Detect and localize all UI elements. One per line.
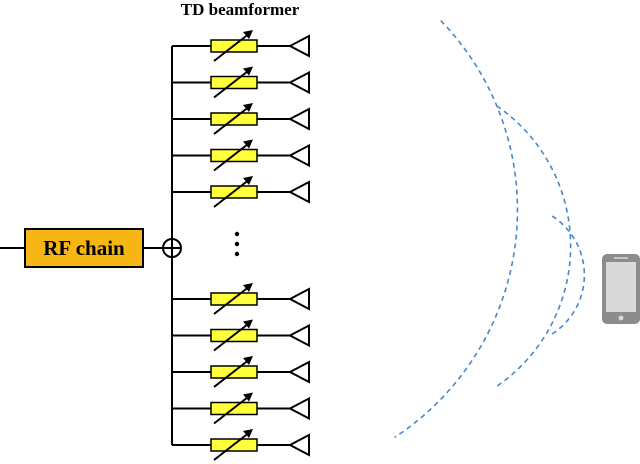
antenna-triangle-icon (287, 70, 310, 95)
variable-arrow (213, 32, 251, 62)
wavefront-medium (493, 105, 572, 389)
variable-arrow (213, 141, 251, 172)
antenna-triangle-icon (287, 360, 310, 384)
arrow-head (243, 139, 253, 149)
rf-chain-block: RF chain (24, 228, 144, 268)
antenna-triangle-icon (287, 433, 310, 457)
arrow-head (243, 66, 253, 76)
variable-arrow (213, 178, 251, 208)
arrow-head (243, 429, 253, 438)
gap-dot (234, 241, 240, 247)
variable-arrow (213, 321, 251, 352)
variable-arrow (213, 105, 251, 135)
variable-arrow (213, 431, 251, 461)
variable-arrow (213, 394, 251, 425)
antenna-triangle-icon (287, 143, 310, 168)
antenna-triangle-icon (287, 180, 310, 204)
arrow-head (243, 176, 253, 185)
wavefront-small (551, 215, 586, 335)
arrow-head (243, 103, 253, 112)
variable-arrow (213, 285, 251, 315)
variable-arrow (213, 358, 251, 388)
variable-arrow (213, 68, 251, 99)
arrow-head (243, 30, 253, 39)
rf-chain-label: RF chain (43, 235, 125, 260)
antenna-triangle-icon (287, 107, 310, 131)
antenna-triangle-icon (287, 323, 310, 348)
arrow-head (243, 356, 253, 365)
phone-screen (606, 262, 636, 312)
phone-home-button (618, 315, 624, 321)
arrow-head (243, 392, 253, 402)
arrow-head (243, 283, 253, 292)
gap-dot (234, 231, 240, 237)
wavefront-large (394, 20, 519, 439)
diagram-title: TD beamformer (180, 0, 300, 19)
antenna-triangle-icon (287, 34, 310, 58)
antenna-triangle-icon (287, 396, 310, 421)
arrow-head (243, 319, 253, 329)
gap-dot (234, 251, 240, 257)
antenna-triangle-icon (287, 287, 310, 311)
